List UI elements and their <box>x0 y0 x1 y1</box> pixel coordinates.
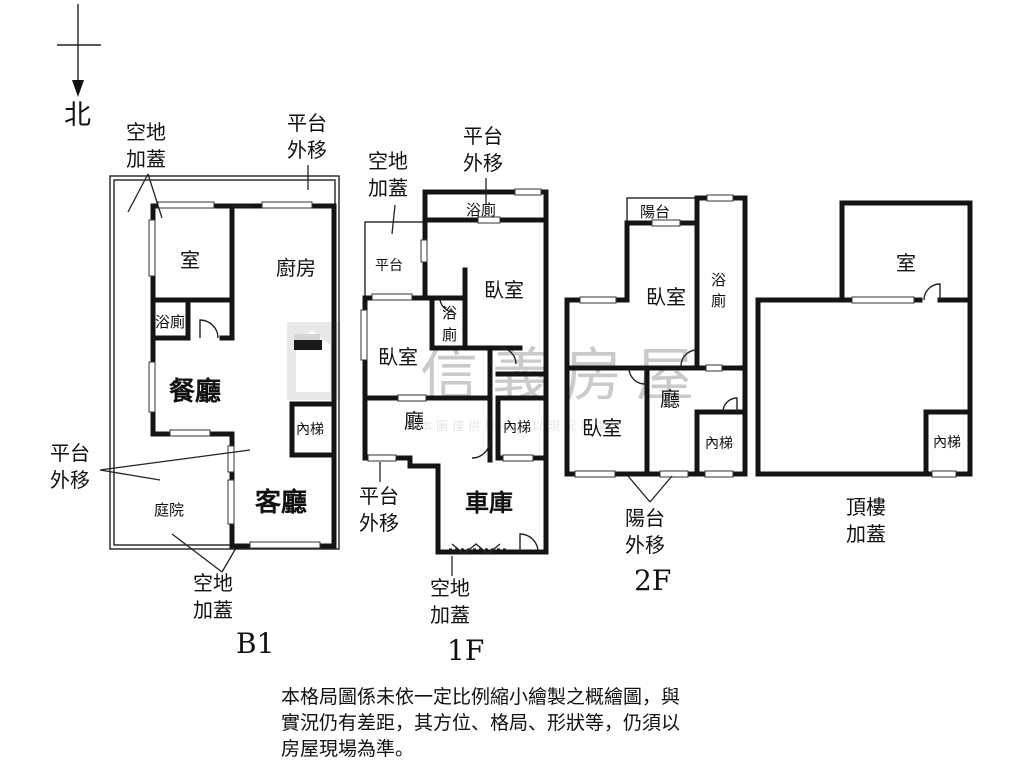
f2-bedroom-top-label: 臥室 <box>646 285 686 309</box>
f2-hall-label: 廳 <box>660 387 680 411</box>
b1-elevator-label: 內梯 <box>296 422 324 438</box>
f1-vacant-top-leader <box>391 204 396 235</box>
north-arrow <box>57 4 101 97</box>
b1-platform-top-line2: 外移 <box>287 138 327 162</box>
f1-floor-title: 1F <box>447 634 484 667</box>
b1-vacant-top-line2: 加蓋 <box>126 147 166 171</box>
f1-bath-mid-line1: 浴 <box>442 304 457 322</box>
b1-plan <box>109 175 340 550</box>
b1-dining-label: 餐廳 <box>169 376 221 407</box>
b1-platform-left-line1: 平台 <box>50 441 90 465</box>
f2-balcony-move-line1: 陽台 <box>625 506 665 530</box>
b1-courtyard-label: 庭院 <box>154 501 184 519</box>
f2-bath-line2: 廁 <box>711 292 726 310</box>
f1-platform-bottom-line2: 外移 <box>359 511 399 535</box>
disclaimer-line-1: 本格局圖係未依一定比例縮小繪製之概繪圖，與 <box>281 686 681 708</box>
f1-bath-mid-line2: 廁 <box>442 326 457 344</box>
f1-platform-top-line1: 平台 <box>463 124 503 148</box>
f2-balcony-move-leader <box>627 475 673 503</box>
b1-vacant-top-leader <box>127 173 163 219</box>
f1-platform-label: 平台 <box>375 258 403 274</box>
b1-living-label: 客廳 <box>255 487 307 518</box>
f1-plan <box>360 188 549 555</box>
b1-bath-label: 浴廁 <box>155 313 185 331</box>
north-label: 北 <box>64 100 91 131</box>
f1-hall-label: 廳 <box>404 409 424 433</box>
roof-plan <box>755 200 973 478</box>
f1-garage-label: 車庫 <box>465 488 513 517</box>
f1-vacant-top-line2: 加蓋 <box>368 176 408 200</box>
roof-title-line1: 頂樓 <box>846 495 886 519</box>
roof-title-line2: 加蓋 <box>846 522 886 546</box>
b1-vacant-bottom-line1: 空地 <box>193 571 233 595</box>
roof-room-label: 室 <box>896 251 916 275</box>
watermark-text: 本圖僅供參考，以現況為準 <box>420 418 612 433</box>
disclaimer-note: 本格局圖係未依一定比例縮小繪製之概繪圖，與 實況仍有差距，其方位、格局、形狀等，… <box>281 684 801 762</box>
b1-room-label: 室 <box>180 248 200 272</box>
disclaimer-line-3: 房屋現場為準。 <box>281 738 415 760</box>
f2-balcony-label: 陽台 <box>640 203 670 221</box>
f1-platform-top-line2: 外移 <box>463 151 503 175</box>
f2-bath-line1: 浴 <box>711 271 726 289</box>
f1-elevator-label: 內梯 <box>503 420 531 436</box>
f2-balcony-move-line2: 外移 <box>625 533 665 557</box>
b1-vacant-bottom-leader <box>171 533 237 573</box>
f2-floor-title: 2F <box>634 564 671 597</box>
f1-vacant-top-line1: 空地 <box>368 149 408 173</box>
b1-vacant-bottom-line2: 加蓋 <box>193 598 233 622</box>
f2-elevator-label: 內梯 <box>705 436 733 452</box>
b1-platform-left-line2: 外移 <box>50 468 90 492</box>
b1-vacant-top-line1: 空地 <box>126 120 166 144</box>
f1-vacant-bottom-line1: 空地 <box>430 576 470 600</box>
roof-elevator-label: 內梯 <box>933 435 961 451</box>
b1-floor-title: B1 <box>236 627 274 660</box>
f2-plan <box>564 194 748 478</box>
f1-bath-top-label: 浴廁 <box>466 201 496 219</box>
b1-platform-left-leader <box>99 449 251 481</box>
f1-platform-bottom-line1: 平台 <box>359 484 399 508</box>
f1-bedroom-right-label: 臥室 <box>484 278 524 302</box>
disclaimer-line-2: 實況仍有差距，其方位、格局、形狀等，仍須以 <box>281 712 681 734</box>
b1-kitchen-label: 廚房 <box>276 256 316 280</box>
f1-vacant-bottom-line2: 加蓋 <box>430 603 470 627</box>
f2-bedroom-left-label: 臥室 <box>582 416 622 440</box>
b1-platform-top-line1: 平台 <box>287 111 327 135</box>
f1-bedroom-left-label: 臥室 <box>378 345 418 369</box>
